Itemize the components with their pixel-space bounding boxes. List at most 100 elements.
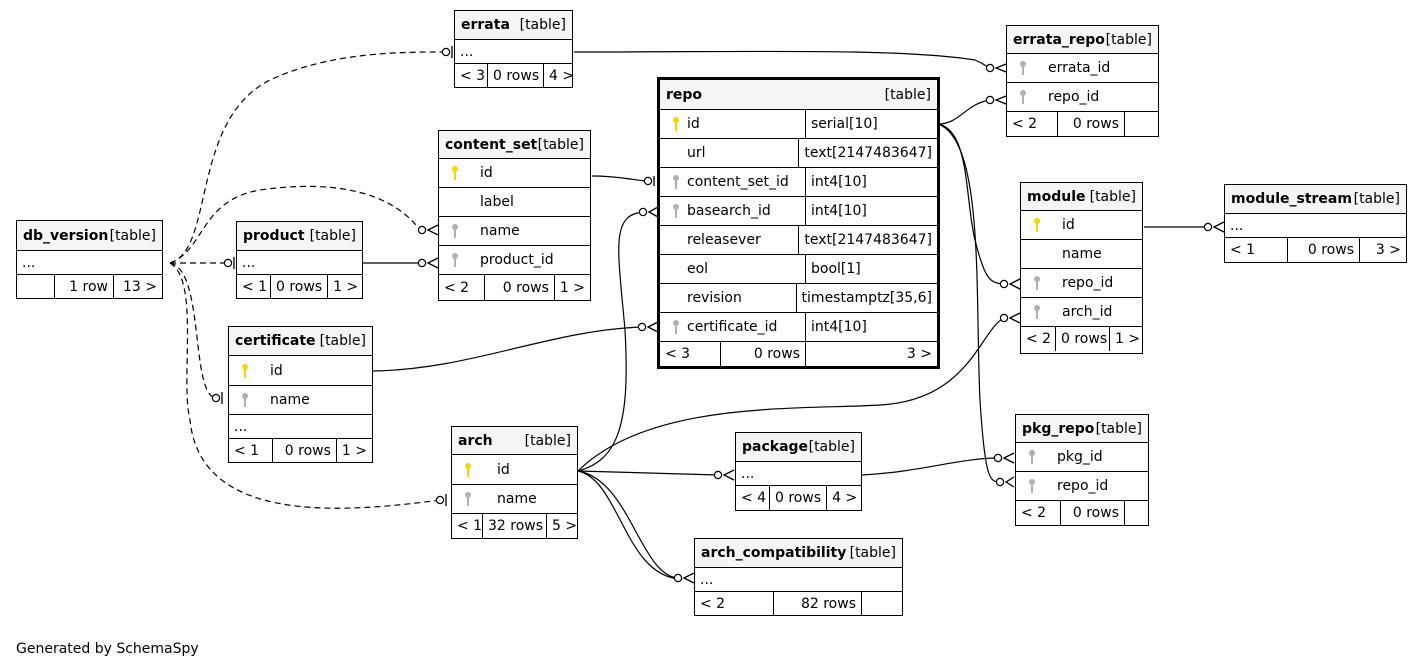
table-kind: [table] — [537, 136, 584, 153]
children-count: 1 > — [553, 275, 590, 300]
table-product[interactable]: product[table] ... < 1 0 rows 1 > — [236, 221, 363, 299]
edge-arch-repo-basearch — [577, 211, 644, 472]
foreign-key-icon — [1012, 60, 1034, 76]
children-count: 5 > — [546, 514, 582, 538]
marker-circle — [637, 322, 647, 332]
edge-db_version-certificate — [169, 262, 217, 399]
edge-certificate-repo — [371, 326, 643, 372]
marker-circle — [1203, 222, 1213, 232]
edge-db_version-content_set — [169, 185, 421, 264]
column-name: id — [480, 165, 493, 181]
table-name: product — [243, 228, 305, 244]
marker-crowsfoot — [1002, 452, 1015, 464]
column-ellipsis: ... — [741, 465, 755, 482]
table-repo[interactable]: repo[table] id serial[10] url text[21474… — [657, 77, 940, 369]
table-kind: [table] — [519, 17, 566, 33]
edge-repo-module — [937, 123, 1005, 285]
column-type: int4[10] — [805, 313, 937, 341]
primary-key-icon — [457, 462, 479, 478]
table-name: pkg_repo — [1022, 420, 1095, 437]
table-certificate[interactable]: certificate[table] id name ... < 1 0 row… — [228, 326, 373, 463]
table-name: certificate — [235, 333, 316, 349]
row-count: 0 rows — [720, 342, 805, 366]
table-module[interactable]: module[table] id name repo_id arch_id < … — [1020, 182, 1143, 354]
marker-circle — [673, 573, 683, 583]
primary-key-icon — [665, 116, 687, 132]
marker-circle — [638, 207, 648, 217]
parents-count — [17, 275, 54, 298]
column-name: name — [1062, 246, 1102, 262]
column-name: repo_id — [1057, 478, 1109, 494]
column-ellipsis: ... — [22, 254, 36, 271]
table-kind: [table] — [309, 228, 356, 244]
table-name: db_version — [23, 227, 109, 244]
table-pkg_repo[interactable]: pkg_repo[table] pkg_id repo_id < 2 0 row… — [1015, 414, 1149, 526]
table-kind: [table] — [1353, 191, 1400, 207]
table-kind: [table] — [319, 333, 366, 349]
table-name: module_stream — [1231, 191, 1352, 207]
column-type: int4[10] — [805, 168, 937, 196]
edge-errata-errata_repo — [573, 50, 991, 69]
column-name: name — [270, 392, 310, 408]
marker-crowsfoot — [994, 95, 1007, 105]
marker-circle — [223, 258, 233, 268]
marker-crowsfoot — [682, 572, 695, 584]
edge-repo-errata_repo — [937, 99, 991, 125]
row-count: 0 rows — [270, 275, 327, 298]
edge-db_version-arch — [169, 262, 441, 509]
table-errata[interactable]: errata[table] ... < 3 0 rows 4 > — [454, 10, 574, 88]
marker-crowsfoot — [647, 206, 659, 218]
table-package[interactable]: package[table] ... < 4 0 rows 4 > — [735, 432, 862, 511]
foreign-key-icon — [1012, 89, 1034, 105]
row-count: 0 rows — [1055, 327, 1109, 351]
column-name: id — [687, 116, 700, 132]
marker-crowsfoot — [1212, 221, 1225, 233]
parents-count: < 1 — [457, 518, 483, 534]
column-name: id — [270, 362, 283, 379]
row-count: 0 rows — [487, 64, 543, 87]
table-module_stream[interactable]: module_stream[table] ... < 1 0 rows 3 > — [1224, 184, 1407, 263]
parents-count: < 1 — [1230, 242, 1256, 258]
table-kind: [table] — [109, 227, 156, 244]
row-count: 0 rows — [1287, 238, 1359, 262]
column-ellipsis: ... — [460, 43, 474, 60]
table-db_version[interactable]: db_version[table] ... 1 row 13 > — [16, 220, 163, 299]
marker-circle — [435, 495, 445, 505]
marker-crowsfoot — [1008, 278, 1021, 290]
table-kind: [table] — [849, 545, 896, 561]
foreign-key-icon — [665, 174, 687, 190]
column-name: product_id — [480, 252, 554, 268]
row-count: 0 rows — [1060, 501, 1124, 525]
table-kind: [table] — [884, 86, 931, 103]
column-type: text[2147483647] — [798, 139, 937, 167]
marker-circle — [985, 95, 995, 105]
children-count — [1124, 501, 1148, 525]
table-content_set[interactable]: content_set[table] id label name product… — [438, 130, 591, 301]
marker-circle — [999, 279, 1009, 289]
column-name: repo_id — [1062, 275, 1114, 291]
table-arch_compatibility[interactable]: arch_compatibility[table] ... < 2 82 row… — [694, 538, 903, 616]
marker-circle — [999, 313, 1009, 323]
table-errata_repo[interactable]: errata_repo[table] errata_id repo_id < 2… — [1006, 25, 1159, 137]
foreign-key-icon — [1021, 449, 1043, 465]
marker-circle — [985, 63, 995, 73]
row-count: 82 rows — [773, 592, 861, 615]
marker-circle — [643, 176, 653, 186]
column-name: eol — [687, 261, 709, 277]
table-name: module — [1027, 188, 1086, 205]
marker-circle — [993, 453, 1003, 463]
children-count: 1 > — [327, 275, 363, 298]
marker-crowsfoot — [1004, 476, 1015, 488]
parents-count: < 2 — [1021, 505, 1047, 521]
table-kind: [table] — [808, 439, 855, 455]
parents-count: < 3 — [460, 67, 486, 84]
foreign-key-icon — [457, 491, 479, 507]
table-name: errata_repo — [1013, 31, 1105, 48]
table-arch[interactable]: arch[table] id name < 1 32 rows 5 > — [451, 426, 578, 539]
column-name: content_set_id — [687, 174, 789, 190]
children-count — [1124, 112, 1158, 136]
table-name: repo — [666, 86, 703, 103]
column-ellipsis: ... — [234, 418, 248, 435]
column-type: serial[10] — [805, 110, 937, 138]
